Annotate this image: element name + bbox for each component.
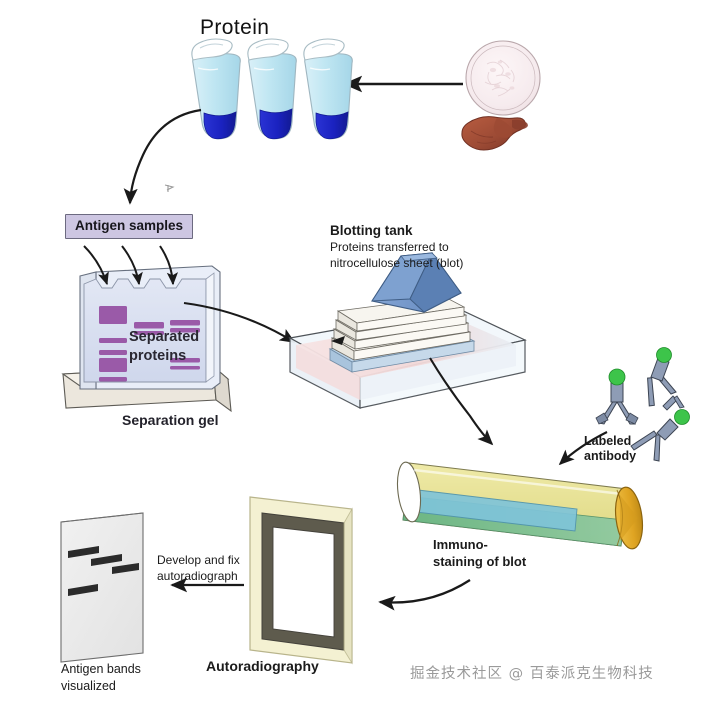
gel-protein-bands — [99, 306, 200, 382]
immunostaining-tube-group — [378, 461, 644, 611]
antigen-bands-line1: Antigen bands — [61, 662, 141, 676]
antibody-2 — [647, 347, 677, 407]
antibody-3 — [630, 409, 690, 462]
blotting-tank-line1: Proteins transferred to — [330, 240, 449, 254]
arrow-tank-to-tube — [429, 357, 494, 446]
arrow-tube-to-autoradiography — [378, 579, 471, 611]
developed-film — [60, 512, 144, 663]
tube-2 — [247, 38, 297, 140]
tube-1 — [191, 38, 241, 140]
separation-gel-group — [61, 245, 232, 413]
antigen-bands-film-group — [60, 512, 144, 663]
labeled-antibody-line2: antibody — [584, 449, 637, 463]
immunostaining-line2: staining of blot — [433, 554, 527, 569]
separated-proteins-line1: Separated — [129, 329, 200, 345]
antibody-1 — [595, 368, 639, 425]
page-title: Protein — [200, 16, 270, 39]
petri-dish-icon — [465, 40, 541, 116]
blotting-tank-line2: nitrocellulose sheet (blot) — [330, 256, 464, 270]
autorad-film-window — [272, 526, 335, 638]
develop-line2: autoradiograph — [157, 569, 238, 583]
sample-loading-arrows — [83, 245, 179, 286]
blotting-tank-title: Blotting tank — [330, 223, 413, 238]
filter-paper-stack — [330, 296, 472, 361]
stray-tick-mark — [164, 184, 175, 192]
autoradiography-label: Autoradiography — [206, 658, 319, 674]
liver-organ-icon — [461, 116, 528, 151]
develop-line1: Develop and fix — [157, 553, 240, 567]
separated-proteins-line2: proteins — [129, 348, 187, 364]
tube-3 — [303, 38, 353, 140]
arrow-into-stack — [331, 336, 345, 345]
immunostaining-line1: Immuno- — [433, 537, 488, 552]
blotting-tank-group — [288, 252, 527, 446]
watermark-text: 掘金技术社区 @ 百泰派克生物科技 — [410, 666, 654, 682]
antigen-samples-label: Antigen samples — [65, 214, 194, 239]
tube-open-mouth — [396, 461, 422, 523]
protein-tubes-group — [191, 38, 353, 140]
labeled-antibody-line1: Labeled — [584, 434, 632, 448]
gel-front-glass — [205, 272, 215, 383]
arrow-gel-to-tank — [183, 301, 296, 343]
sample-source-group — [342, 40, 541, 151]
arrow-tubes-to-gel — [123, 108, 202, 205]
separation-gel-label: Separation gel — [122, 412, 219, 428]
labeled-antibody-group — [558, 347, 690, 466]
antibody-4 — [662, 395, 685, 411]
tank-weight-block — [371, 252, 462, 313]
autoradiography-group — [249, 496, 353, 665]
antigen-bands-line2: visualized — [61, 679, 116, 693]
film-antigen-bands — [68, 546, 139, 596]
arrow-antibody-to-tube — [558, 431, 608, 466]
